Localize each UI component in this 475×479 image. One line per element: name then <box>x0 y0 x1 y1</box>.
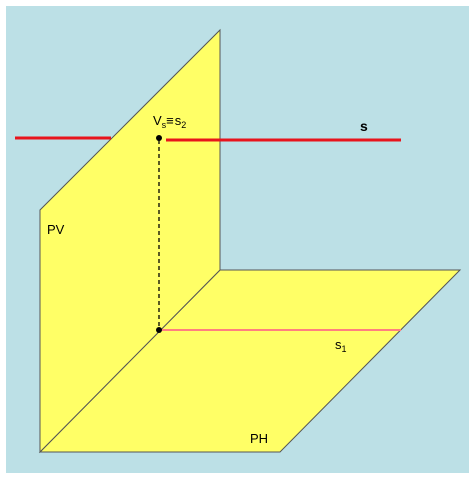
label-s: s <box>360 118 368 134</box>
label-pv: PV <box>47 222 65 237</box>
label-s1: s1 <box>335 337 347 354</box>
projection-point-h <box>156 327 162 333</box>
trace-point-vs <box>156 135 162 141</box>
label-ph: PH <box>250 431 268 446</box>
label-vs-equiv-s2: Vs≡s2 <box>153 113 186 130</box>
